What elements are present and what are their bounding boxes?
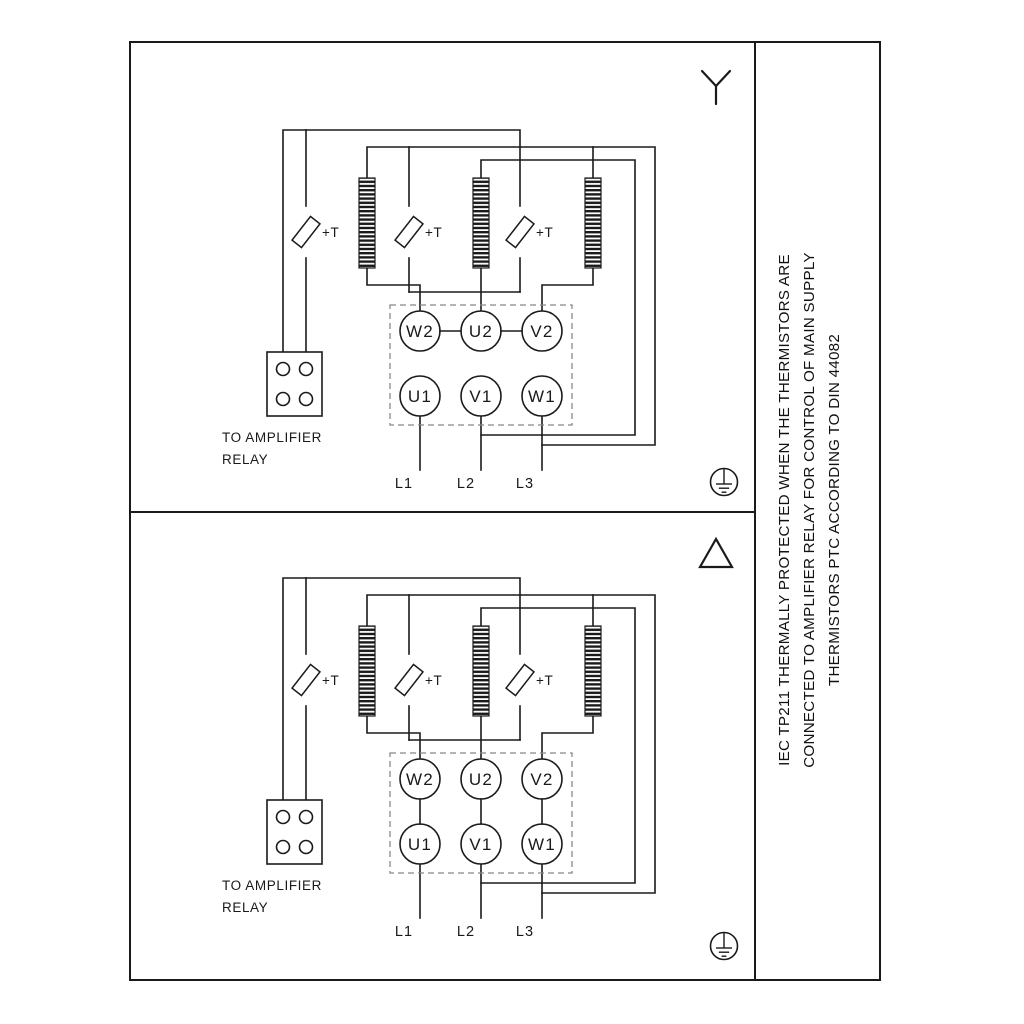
relay-caption-line2: RELAY	[222, 900, 268, 915]
thermistor-label-3: +T	[536, 225, 553, 240]
relay-caption-line1: TO AMPLIFIER	[222, 878, 322, 893]
side-note-line2: CONNECTED TO AMPLIFIER RELAY FOR CONTROL…	[801, 252, 818, 768]
thermistor-label-2: +T	[425, 225, 442, 240]
terminal-v2-label: V2	[530, 770, 553, 789]
thermistor-label-2: +T	[425, 673, 442, 688]
terminal-v1-label: V1	[469, 387, 492, 406]
relay-caption-line2: RELAY	[222, 452, 268, 467]
terminal-w1-label: W1	[528, 387, 556, 406]
thermistor-label-3: +T	[536, 673, 553, 688]
star-panel: W2 U2 V2 U1 V1 W1 +T +T +T TO AMPLIFIER …	[222, 69, 739, 497]
terminal-w2-label: W2	[406, 770, 434, 789]
earth-ground-icon	[709, 467, 739, 497]
panel-wiring	[266, 577, 656, 919]
terminal-v1-label: V1	[469, 835, 492, 854]
side-note: IEC TP211 THERMALLY PROTECTED WHEN THE T…	[776, 252, 843, 768]
supply-label-l3: L3	[516, 924, 534, 940]
supply-label-l1: L1	[395, 476, 413, 492]
supply-label-l1: L1	[395, 924, 413, 940]
star-symbol-icon	[700, 69, 732, 106]
relay-caption-line1: TO AMPLIFIER	[222, 430, 322, 445]
terminal-w2-label: W2	[406, 322, 434, 341]
side-note-line3: THERMISTORS PTC ACCORDING TO DIN 44082	[826, 334, 843, 686]
earth-ground-icon	[709, 931, 739, 961]
delta-panel: W2 U2 V2 U1 V1 W1 +T +T +T TO AMPLIFIER …	[222, 536, 739, 961]
supply-label-l3: L3	[516, 476, 534, 492]
supply-label-l2: L2	[457, 476, 475, 492]
side-note-line1: IEC TP211 THERMALLY PROTECTED WHEN THE T…	[776, 254, 793, 766]
delta-symbol-icon	[698, 536, 734, 569]
terminal-u1-label: U1	[408, 387, 432, 406]
panel-wiring	[266, 129, 656, 471]
terminal-u1-label: U1	[408, 835, 432, 854]
terminal-v2-label: V2	[530, 322, 553, 341]
terminal-u2-label: U2	[469, 322, 493, 341]
terminal-u2-label: U2	[469, 770, 493, 789]
thermistor-label-1: +T	[322, 225, 339, 240]
supply-label-l2: L2	[457, 924, 475, 940]
thermistor-label-1: +T	[322, 673, 339, 688]
terminal-w1-label: W1	[528, 835, 556, 854]
